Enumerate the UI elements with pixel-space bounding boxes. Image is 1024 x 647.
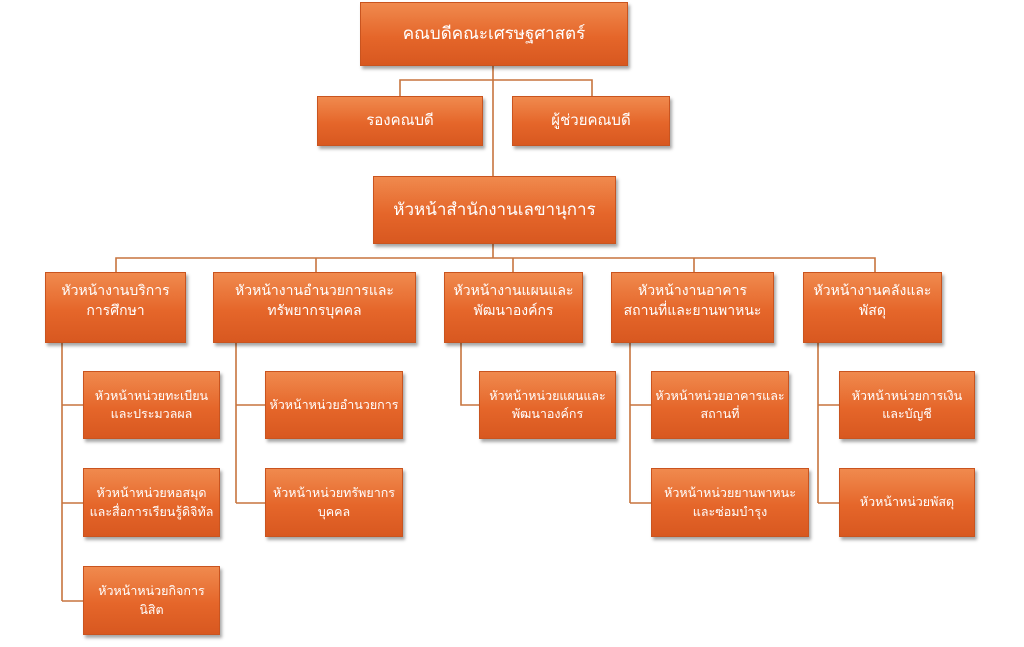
unit-label: นิสิต bbox=[139, 601, 164, 617]
assistant-dean-label: ผู้ช่วยคณบดี bbox=[551, 111, 631, 130]
department-box-buildings-vehicles: หัวหน้างานอาคารสถานที่และยานพาหนะ bbox=[611, 272, 774, 343]
unit-label: และซ่อมบำรุง bbox=[692, 503, 768, 519]
unit-box-buildings: หัวหน้าหน่วยอาคารและสถานที่ bbox=[651, 371, 789, 439]
department-label: พัสดุ bbox=[859, 303, 886, 320]
unit-label: บุคคล bbox=[317, 503, 351, 519]
unit-box-finance: หัวหน้าหน่วยการเงินและบัญชี bbox=[839, 371, 975, 439]
department-label: หัวหน้างานอำนวยการและ bbox=[235, 283, 394, 299]
department-box-administration-hr: หัวหน้างานอำนวยการและทรัพยากรบุคคล bbox=[213, 272, 416, 343]
department-label: สถานที่และยานพาหนะ bbox=[623, 303, 762, 320]
department-label: หัวหน้างานบริการ bbox=[61, 283, 170, 299]
unit-label: หัวหน้าหน่วยอาคารและ bbox=[655, 387, 785, 403]
unit-label: และประมวลผล bbox=[110, 406, 193, 421]
department-label: หัวหน้างานอาคาร bbox=[637, 283, 748, 299]
unit-label: หัวหน้าหน่วยอำนวยการ bbox=[269, 396, 399, 412]
unit-label: และบัญชี bbox=[882, 406, 932, 421]
unit-label: หัวหน้าหน่วยกิจการ bbox=[98, 583, 205, 599]
unit-label: หัวหน้าหน่วยทรัพยากร bbox=[272, 485, 395, 501]
department-box-planning: หัวหน้างานแผนและพัฒนาองค์กร bbox=[444, 272, 583, 343]
unit-label: พัฒนาองค์กร bbox=[511, 406, 584, 421]
department-label: พัฒนาองค์กร bbox=[473, 303, 554, 320]
unit-label: หัวหน้าหน่วยหอสมุด bbox=[96, 485, 207, 501]
secretary-head-box: หัวหน้าสำนักงานเลขานุการ bbox=[373, 176, 616, 244]
department-box-academic-services: หัวหน้างานบริการการศึกษา bbox=[45, 272, 186, 343]
unit-box-supplies: หัวหน้าหน่วยพัสดุ bbox=[839, 468, 975, 537]
unit-box-student-affairs: หัวหน้าหน่วยกิจการนิสิต bbox=[83, 566, 220, 635]
unit-label: หัวหน้าหน่วยพัสดุ bbox=[859, 494, 955, 510]
assistant-dean-box: ผู้ช่วยคณบดี bbox=[512, 96, 670, 146]
department-label: ทรัพยากรบุคคล bbox=[267, 303, 362, 320]
department-label: การศึกษา bbox=[86, 303, 145, 320]
unit-box-administration: หัวหน้าหน่วยอำนวยการ bbox=[265, 371, 403, 439]
unit-label: และสื่อการเรียนรู้ดิจิทัล bbox=[89, 503, 214, 519]
unit-label: หัวหน้าหน่วยแผนและ bbox=[489, 387, 606, 403]
dean-box: คณบดีคณะเศรษฐศาสตร์ bbox=[360, 2, 628, 66]
unit-box-human-resources: หัวหน้าหน่วยทรัพยากรบุคคล bbox=[265, 468, 403, 537]
unit-label: หัวหน้าหน่วยทะเบียน bbox=[94, 387, 209, 403]
secretary-head-label: หัวหน้าสำนักงานเลขานุการ bbox=[393, 199, 596, 220]
unit-label: หัวหน้าหน่วยยานพาหนะ bbox=[664, 485, 796, 501]
deputy-dean-label: รองคณบดี bbox=[366, 111, 434, 130]
department-label: หัวหน้างานแผนและ bbox=[453, 283, 574, 299]
unit-box-planning: หัวหน้าหน่วยแผนและพัฒนาองค์กร bbox=[479, 371, 616, 439]
department-box-finance-supplies: หัวหน้างานคลังและพัสดุ bbox=[803, 272, 942, 343]
department-label: หัวหน้างานคลังและ bbox=[813, 283, 932, 299]
unit-label: สถานที่ bbox=[700, 406, 740, 421]
unit-label: หัวหน้าหน่วยการเงิน bbox=[851, 387, 963, 403]
unit-box-registration: หัวหน้าหน่วยทะเบียนและประมวลผล bbox=[83, 371, 220, 439]
unit-box-vehicles: หัวหน้าหน่วยยานพาหนะและซ่อมบำรุง bbox=[651, 468, 809, 537]
unit-box-library: หัวหน้าหน่วยหอสมุดและสื่อการเรียนรู้ดิจิ… bbox=[83, 468, 220, 537]
deputy-dean-box: รองคณบดี bbox=[317, 96, 483, 146]
dean-label: คณบดีคณะเศรษฐศาสตร์ bbox=[402, 23, 586, 44]
